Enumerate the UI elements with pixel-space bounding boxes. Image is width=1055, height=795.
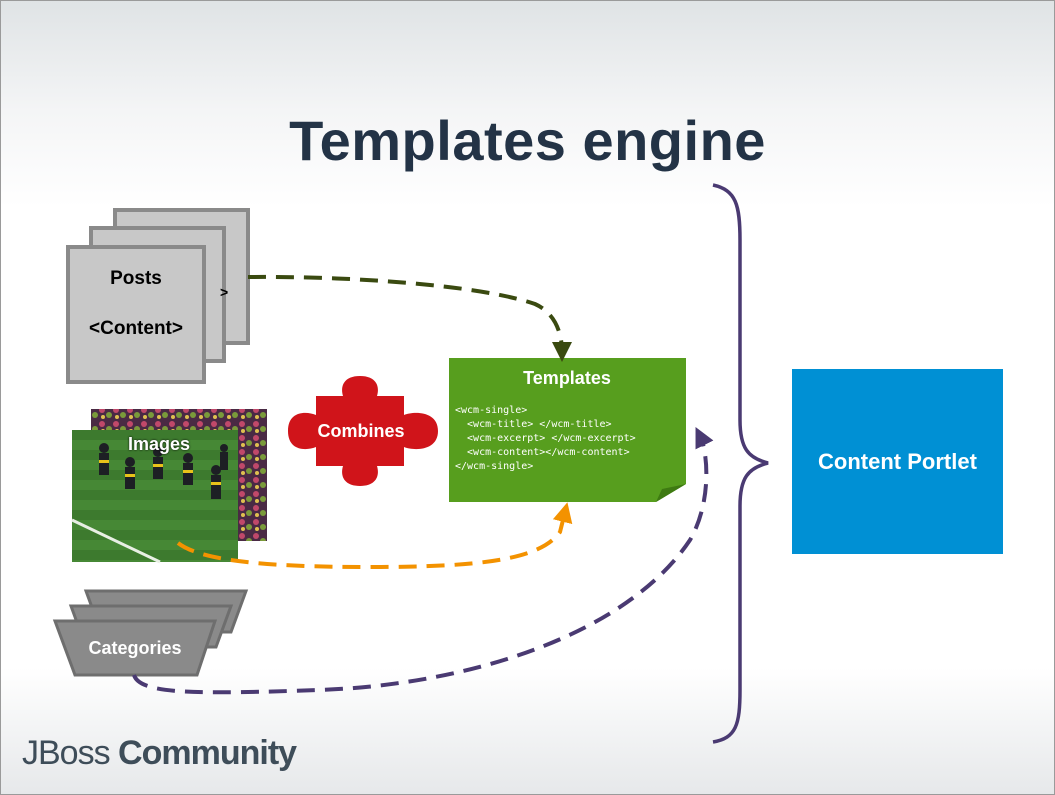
posts-stack: [66, 208, 250, 384]
players-figures: [99, 443, 228, 499]
jboss-community-logo: JBoss Community: [22, 734, 297, 773]
images-photos: [71, 409, 267, 564]
categories-label: Categories: [88, 638, 182, 658]
logo-jboss-text: JBoss: [22, 734, 111, 772]
slide-title: Templates engine: [289, 109, 766, 172]
posts-content-label: <Content>: [89, 318, 183, 339]
images-label: Images: [127, 434, 191, 454]
logo-community-text: Community: [118, 734, 297, 772]
posts-card-front: [66, 245, 206, 384]
templates-code: <wcm-single> <wcm-title> </wcm-title> <w…: [455, 405, 636, 472]
templates-note-fold: [656, 484, 686, 502]
players-kit-stripes: [99, 460, 221, 485]
templates-note-body: [449, 358, 686, 502]
categories-stack: [52, 589, 249, 677]
curly-brace: [712, 183, 769, 744]
categories-layer-front: [52, 619, 218, 677]
images-to-templates-arrow: [176, 502, 573, 570]
templates-note: [449, 358, 686, 502]
content-portlet-box: Content Portlet: [792, 369, 1003, 554]
content-portlet-label: Content Portlet: [818, 448, 977, 474]
field-line: [71, 518, 161, 564]
posts-to-templates-arrow: [247, 274, 572, 362]
posts-title: Posts: [110, 268, 162, 289]
posts-back-card-text: >: [220, 284, 229, 300]
combines-label: Combines: [317, 421, 405, 441]
categories-to-templates-arrow: [132, 427, 714, 695]
templates-title: Templates: [523, 368, 611, 388]
combines-puzzle-icon: [288, 376, 438, 486]
